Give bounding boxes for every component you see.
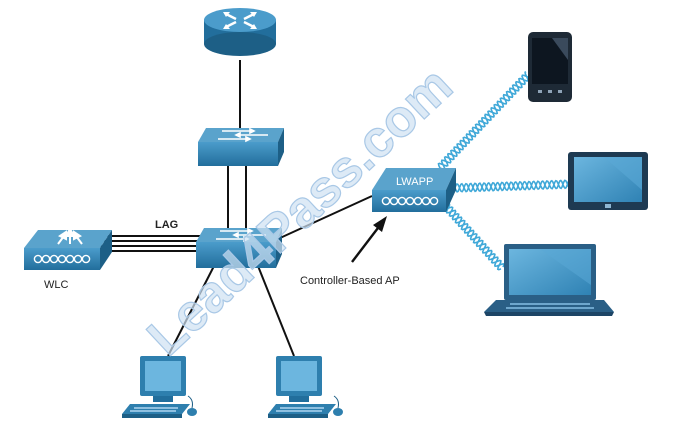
tablet-icon[interactable] [568,152,648,210]
lightweight-ap-icon[interactable] [372,168,456,212]
link-access-pc-right [257,265,295,357]
router-icon[interactable] [204,8,276,56]
wlc-label: WLC [44,279,69,291]
controller-ap-arrow [351,216,387,263]
link-access-pc-left [167,265,215,357]
desktop-pc-left-icon[interactable] [122,356,197,418]
lag-label: LAG [155,219,178,231]
wireless-link-laptop [442,202,505,271]
access-switch-icon[interactable] [196,227,282,268]
desktop-pc-right-icon[interactable] [268,356,343,418]
wireless-links [437,71,576,271]
wired-links [100,60,373,357]
smartphone-icon[interactable] [528,32,572,102]
controller-ap-label: Controller-Based AP [300,275,400,287]
wlc-icon[interactable] [24,226,112,270]
distribution-switch-icon[interactable] [198,127,284,166]
laptop-icon[interactable] [484,244,614,316]
wireless-link-phone [437,71,532,171]
wireless-link-tablet [454,179,576,193]
lwapp-label: LWAPP [396,176,433,188]
link-access-ap [279,195,373,239]
